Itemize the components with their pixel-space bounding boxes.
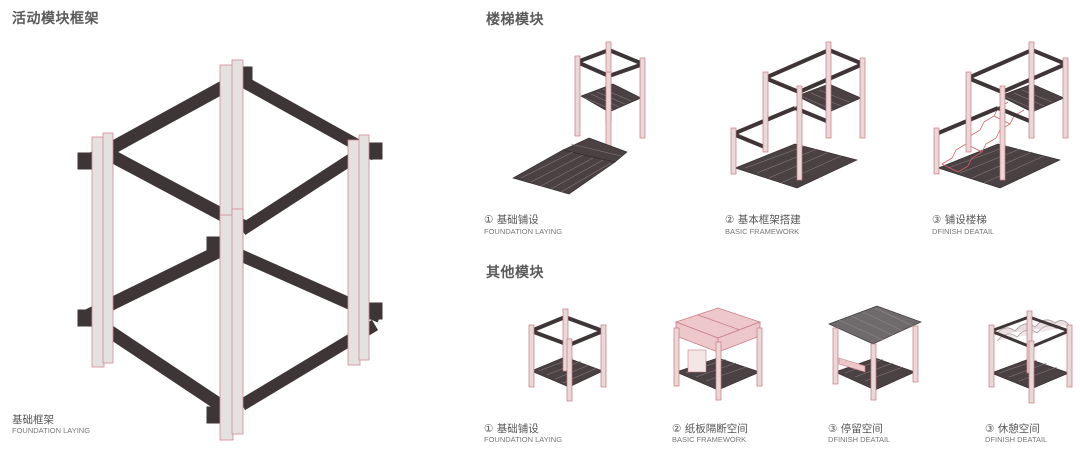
stair-step3-caption-cn: ③ 铺设楼梯 [932,214,987,226]
stair-step1-illustration [512,41,646,195]
other-step1-caption-en: FOUNDATION LAYING [484,435,563,444]
stair-step2-caption-cn: ② 基本框架搭建 [725,214,801,226]
other-step1-caption-cn: ① 基础铺设 [484,423,539,435]
stair-step2-illustration [730,41,866,189]
other-section-title: 其他模块 [486,265,544,281]
other-step4-illustration [988,310,1073,404]
stair-step1-caption-en: FOUNDATION LAYING [484,227,563,236]
other-step2-caption-en: BASIC FRAMEWORK [672,435,747,444]
frame-caption-en: FOUNDATION LAYING [12,426,91,435]
frame-caption-cn: 基础框架 [12,414,54,426]
stair-step3-caption-en: DFINISH DEATAIL [932,227,995,236]
other-step4-caption-cn: ③ 休憩空间 [985,423,1040,435]
other-step3-caption-en: DFINISH DEATAIL [828,435,891,444]
other-step3-illustration [828,305,922,401]
stair-step3-illustration [933,41,1069,189]
stair-step1-caption-cn: ① 基础铺设 [484,214,539,226]
other-step4-caption-en: DFINISH DEATAIL [985,435,1048,444]
other-step3-caption-cn: ③ 停留空间 [828,423,883,435]
other-step2-illustration [673,307,763,401]
activity-frame-illustration [77,59,383,441]
stair-section-title: 楼梯模块 [486,12,544,28]
other-step2-caption-cn: ② 纸板隔断空间 [672,423,748,435]
other-step1-illustration [528,308,607,402]
frame-section-title: 活动模块框架 [12,11,99,27]
stair-step2-caption-en: BASIC FRAMEWORK [725,227,800,236]
